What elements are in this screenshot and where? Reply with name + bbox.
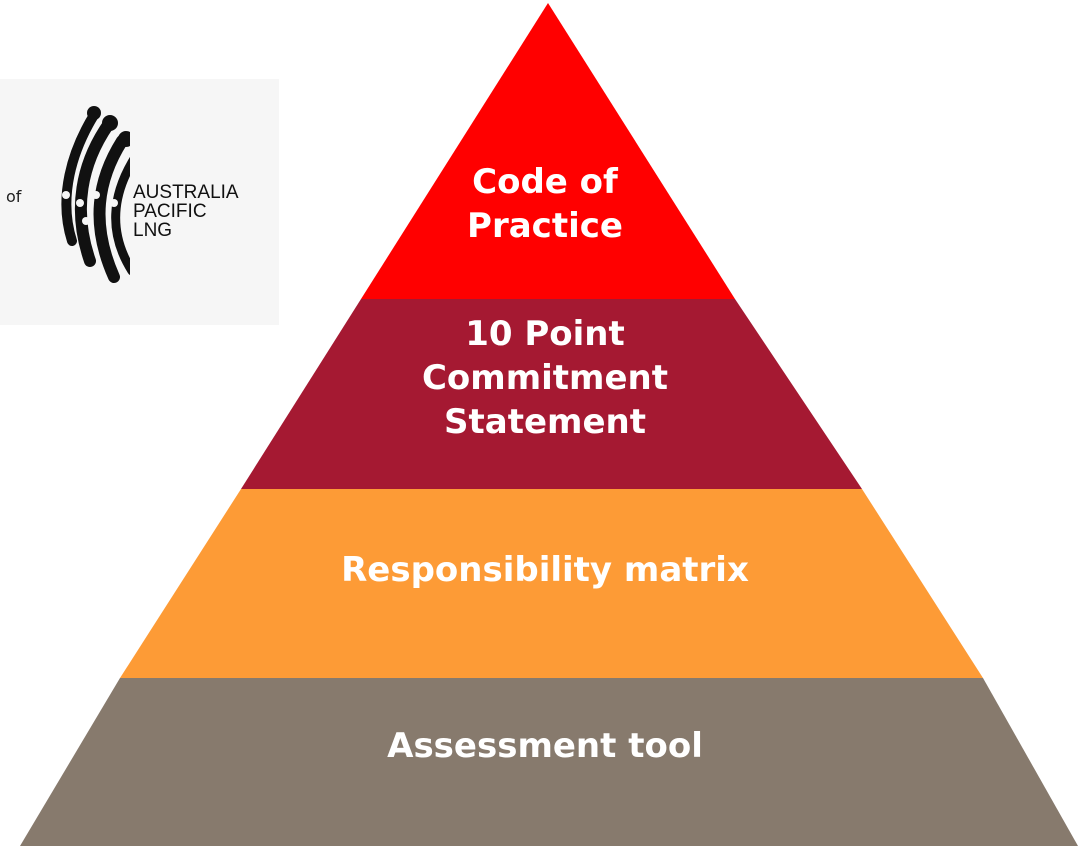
tier-2-line-1: 10 Point [465, 314, 625, 354]
tier-3-line-1: Responsibility matrix [341, 550, 749, 590]
tier-1-label: Code of Practice [340, 160, 750, 248]
tier-2-label: 10 Point Commitment Statement [340, 312, 750, 444]
logo-line-pacific: PACIFIC [133, 201, 207, 222]
logo-line-lng: LNG [133, 220, 173, 241]
tier-1-line-1: Code of [472, 162, 618, 202]
australia-pacific-lng-logo-mark-icon [61, 106, 130, 283]
pyramid-tier-1-shape [361, 3, 735, 299]
pyramid-tier-2-shape [241, 299, 862, 489]
tier-3-label: Responsibility matrix [340, 548, 750, 592]
tier-1-line-2: Practice [467, 206, 623, 246]
pyramid-tier-4-shape [20, 678, 1078, 846]
tier-4-line-1: Assessment tool [387, 726, 703, 766]
logo-wordmark: AUSTRALIA PACIFIC LNG [133, 183, 239, 240]
pyramid-tier-3-shape [120, 489, 983, 678]
tier-2-line-3: Statement [444, 402, 646, 442]
tier-4-label: Assessment tool [340, 724, 750, 768]
tier-2-line-2: Commitment [421, 358, 669, 398]
logo-line-australia: AUSTRALIA [133, 182, 239, 203]
logo-panel: of AUSTRALIA PACIFIC LNG [0, 79, 279, 325]
logo-prefix-text: of [6, 187, 22, 206]
